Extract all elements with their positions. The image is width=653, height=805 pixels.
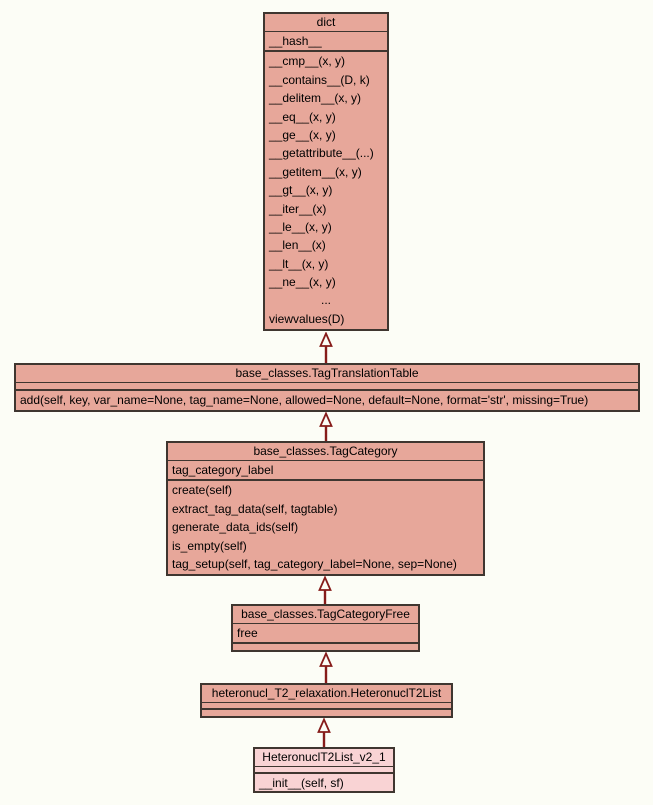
class-title: dict: [265, 14, 387, 32]
method-row: generate_data_ids(self): [172, 520, 299, 535]
method-row: __len__(x): [269, 238, 326, 253]
method-row: __lt__(x, y): [269, 256, 329, 271]
method-row: is_empty(self): [172, 538, 247, 553]
ellipsis-row: ...: [320, 293, 331, 308]
empty-compartment: [233, 644, 418, 649]
methods-compartment: create(self) extract_tag_data(self, tagt…: [168, 481, 483, 573]
method-row: __init__(self, sf): [259, 776, 344, 790]
attribute-row: __hash__: [269, 34, 322, 48]
inheritance-arrow: [319, 652, 333, 683]
inheritance-arrow: [319, 332, 333, 363]
method-row: __contains__(D, k): [269, 72, 370, 87]
attribute-row: tag_category_label: [172, 463, 274, 477]
empty-compartment: [255, 767, 393, 772]
methods-compartment: [202, 710, 451, 716]
class-title: heteronucl_T2_relaxation.HeteronuclT2Lis…: [202, 685, 451, 703]
class-box-tag-category: base_classes.TagCategory tag_category_la…: [166, 441, 485, 576]
inheritance-arrow: [318, 576, 332, 604]
methods-compartment: __init__(self, sf): [255, 774, 393, 791]
class-box-heteronucl-t2-list-v2-1: HeteronuclT2List_v2_1 __init__(self, sf): [253, 747, 395, 793]
method-row: add(self, key, var_name=None, tag_name=N…: [20, 393, 589, 407]
method-row: __gt__(x, y): [269, 183, 333, 198]
class-box-tag-category-free: base_classes.TagCategoryFree free: [231, 604, 420, 652]
class-box-heteronucl-t2-list: heteronucl_T2_relaxation.HeteronuclT2Lis…: [200, 683, 453, 718]
attributes-compartment: [202, 703, 451, 710]
method-row: __ge__(x, y): [269, 127, 336, 142]
method-row: viewvalues(D): [269, 311, 345, 326]
class-title: base_classes.TagTranslationTable: [16, 365, 638, 383]
method-row: tag_setup(self, tag_category_label=None,…: [172, 556, 457, 571]
class-box-tag-translation-table: base_classes.TagTranslationTable add(sel…: [14, 363, 640, 412]
method-row: __getattribute__(...): [269, 146, 374, 161]
empty-compartment: [202, 703, 451, 708]
methods-compartment: add(self, key, var_name=None, tag_name=N…: [16, 391, 638, 409]
inheritance-arrow: [317, 718, 331, 747]
class-title: base_classes.TagCategory: [168, 443, 483, 461]
class-title: HeteronuclT2List_v2_1: [255, 749, 393, 767]
inheritance-arrow: [319, 412, 333, 441]
method-row: __eq__(x, y): [269, 109, 336, 124]
attributes-compartment: __hash__: [265, 32, 387, 53]
method-row: __cmp__(x, y): [269, 54, 346, 69]
method-row: __le__(x, y): [269, 219, 332, 234]
attributes-compartment: tag_category_label: [168, 461, 483, 482]
method-row: __getitem__(x, y): [269, 164, 362, 179]
methods-compartment: __cmp__(x, y) __contains__(D, k) __delit…: [265, 52, 387, 328]
attributes-compartment: [255, 767, 393, 774]
empty-compartment: [16, 383, 638, 389]
attributes-compartment: free: [233, 624, 418, 645]
method-row: __ne__(x, y): [269, 275, 336, 290]
attributes-compartment: [16, 383, 638, 391]
method-row: __iter__(x): [269, 201, 327, 216]
class-box-dict: dict __hash__ __cmp__(x, y) __contains__…: [263, 12, 389, 331]
empty-compartment: [202, 710, 451, 716]
method-row: __delitem__(x, y): [269, 91, 362, 106]
method-row: create(self): [172, 483, 233, 498]
attribute-row: free: [237, 626, 258, 640]
method-row: extract_tag_data(self, tagtable): [172, 501, 338, 516]
class-title: base_classes.TagCategoryFree: [233, 606, 418, 624]
methods-compartment: [233, 644, 418, 649]
